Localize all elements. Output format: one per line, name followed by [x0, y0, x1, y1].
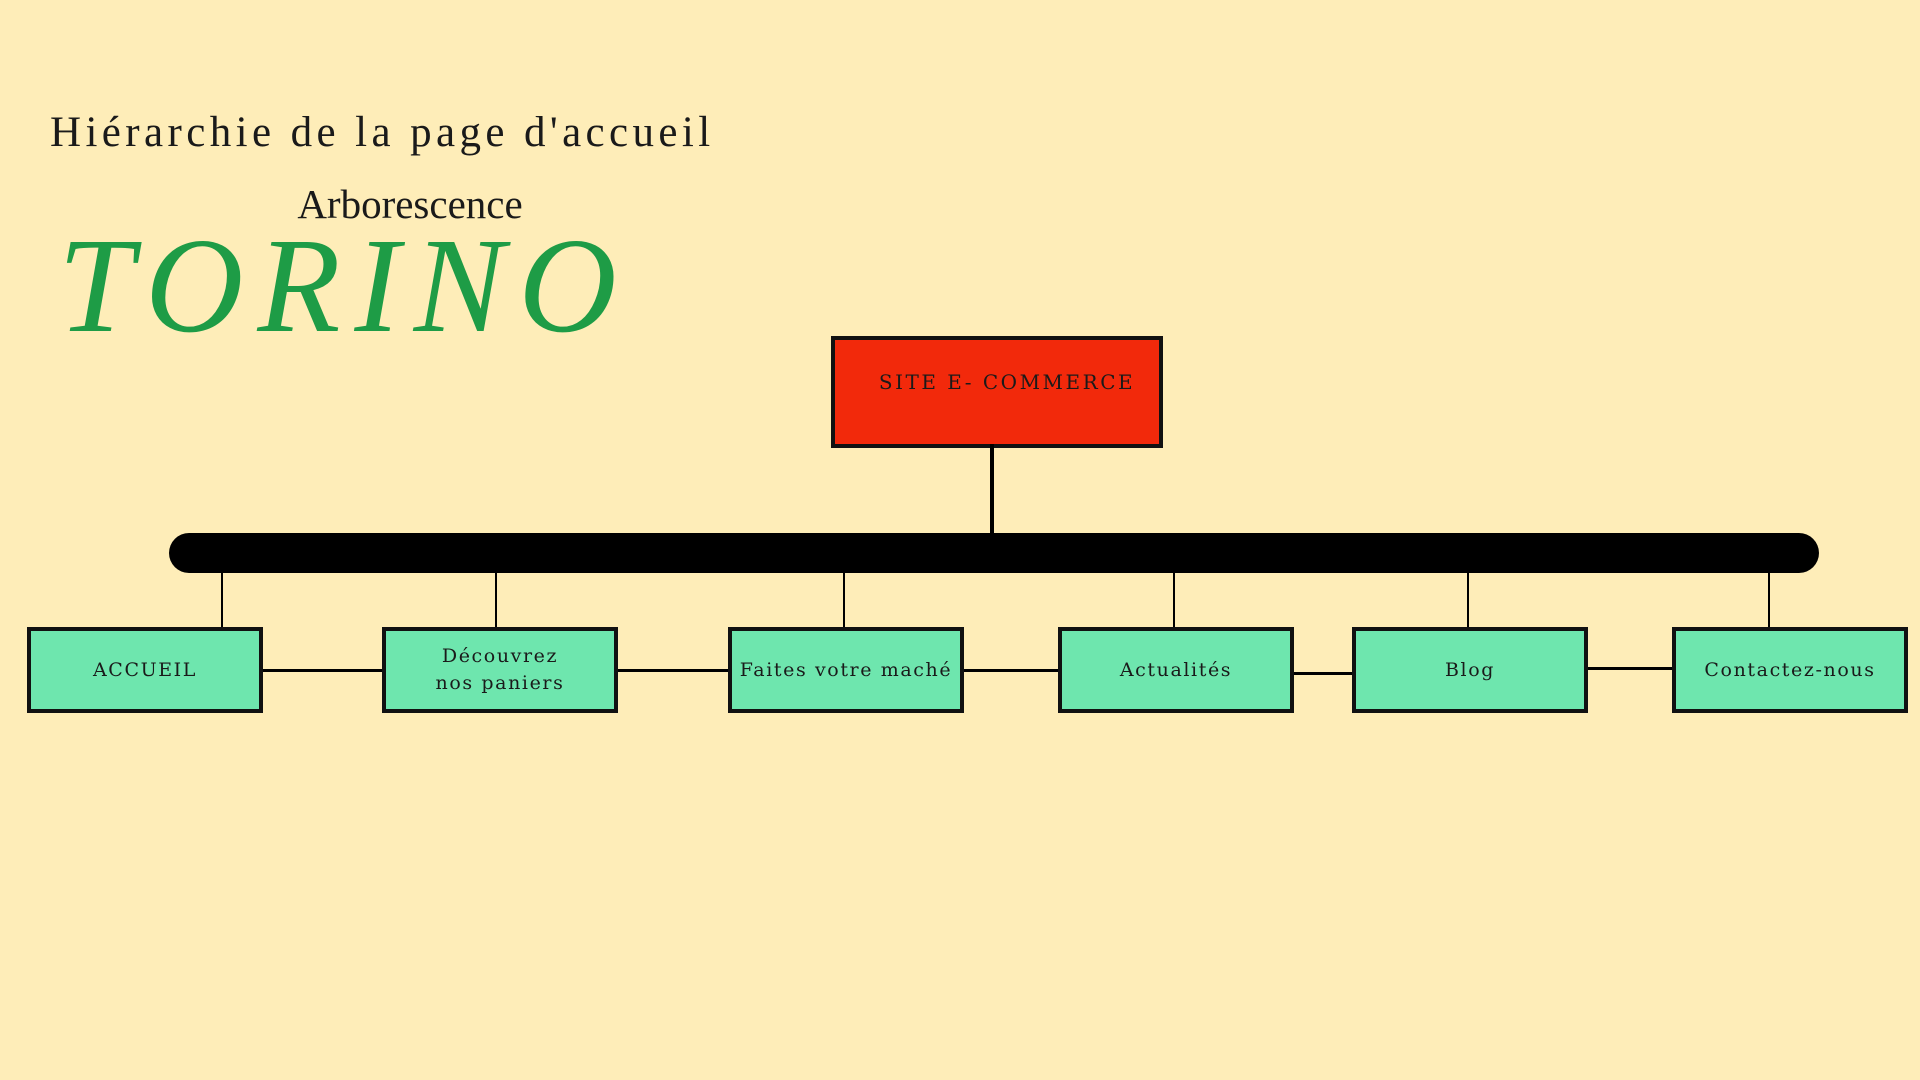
root-node: SITE E- COMMERCE	[831, 336, 1163, 448]
sibling-link	[1292, 672, 1354, 675]
node-blog: Blog	[1352, 627, 1588, 713]
child-connector	[1768, 570, 1770, 628]
node-actualites: Actualités	[1058, 627, 1294, 713]
node-label: ACCUEIL	[92, 658, 197, 681]
node-label: Contactez-nous	[1704, 658, 1876, 681]
root-connector	[990, 444, 994, 539]
sibling-link	[1586, 667, 1674, 670]
child-connector	[495, 570, 497, 628]
node-accueil: ACCUEIL	[27, 627, 263, 713]
child-connector	[843, 570, 845, 628]
node-label: Faites votre maché	[739, 658, 953, 681]
node-label: Blog	[1444, 658, 1496, 681]
sibling-link	[616, 669, 728, 672]
child-connector	[1173, 570, 1175, 628]
node-contactez-nous: Contactez-nous	[1672, 627, 1908, 713]
node-faites-votre-mache: Faites votre maché	[728, 627, 964, 713]
child-connector	[1467, 570, 1469, 628]
diagram-heading: Arborescence	[297, 181, 523, 227]
node-label: Actualités	[1119, 658, 1233, 681]
node-decouvrez-nos-paniers: Découvrez nos paniers	[382, 627, 618, 713]
sibling-link	[262, 669, 384, 672]
sibling-link	[962, 669, 1058, 672]
child-connector	[221, 570, 223, 628]
hierarchy-bus-bar	[169, 533, 1819, 573]
node-label: Découvrez nos paniers	[435, 645, 565, 694]
diagram-subtitle: Hiérarchie de la page d'accueil	[50, 109, 715, 156]
root-node-label: SITE E- COMMERCE	[878, 370, 1136, 394]
brand-logo-text: TORINO	[58, 211, 631, 361]
